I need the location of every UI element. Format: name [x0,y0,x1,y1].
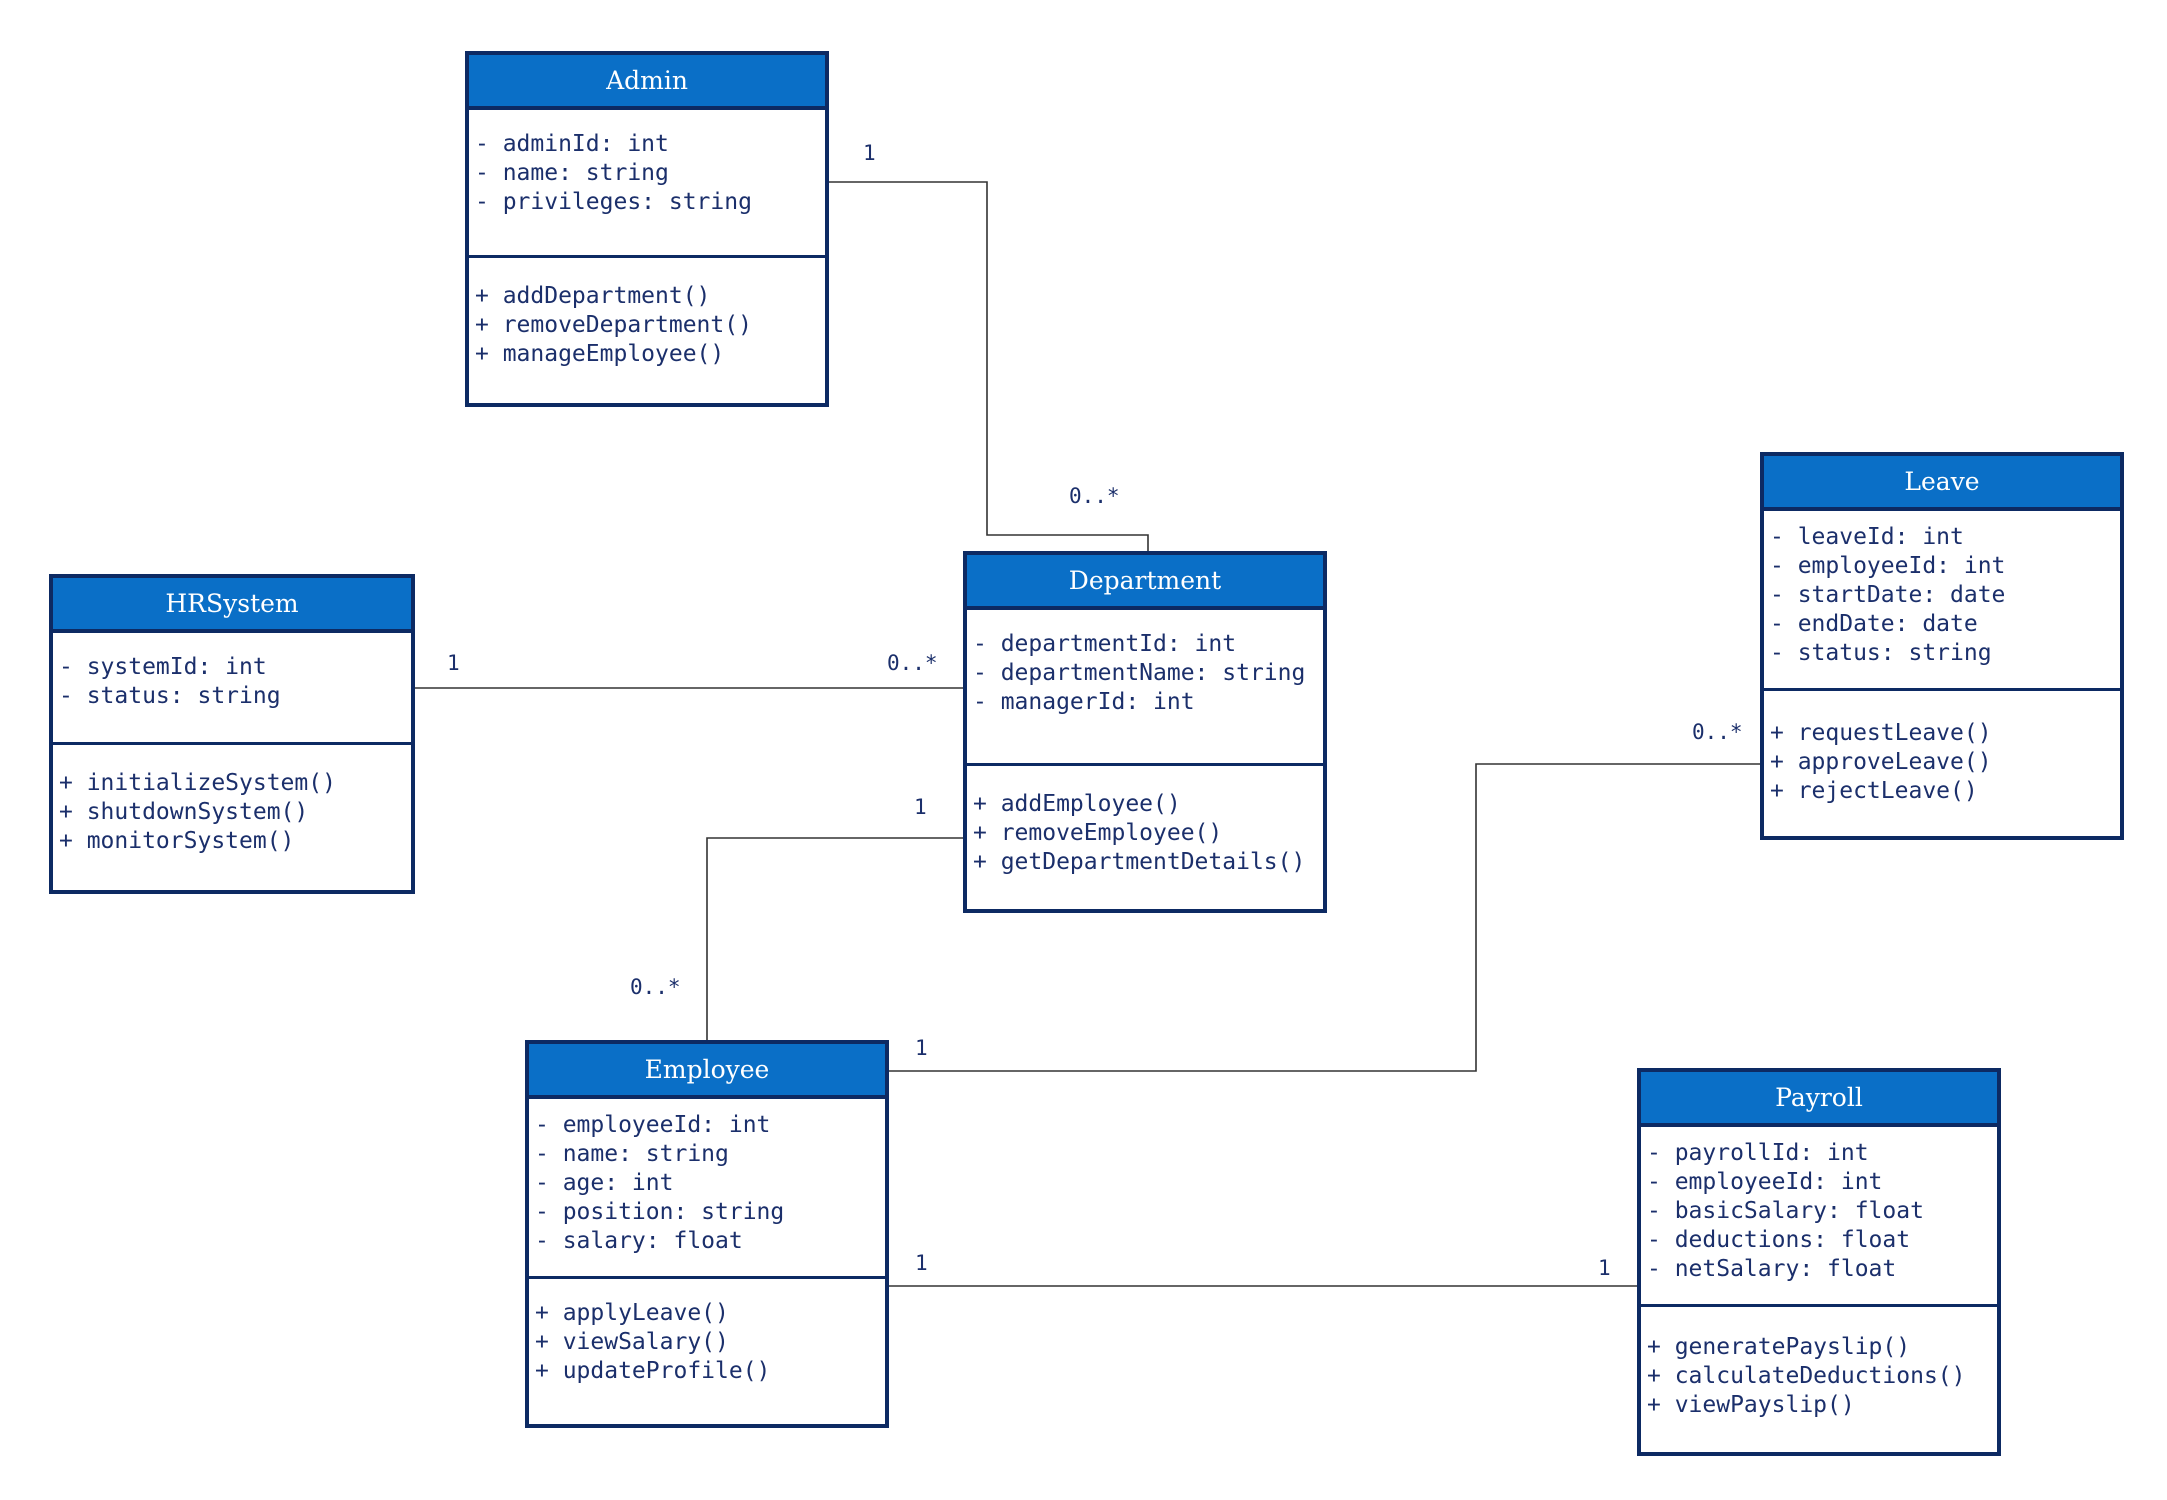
attribute: - status: string [1770,640,1992,666]
multiplicity-leave-end: 0..* [1692,720,1743,744]
attribute: - salary: float [535,1228,743,1254]
attribute: - adminId: int [475,131,669,157]
method: + shutdownSystem() [59,799,309,825]
method: + addEmployee() [973,791,1181,817]
class-department-attributes: - departmentId: int - departmentName: str… [967,610,1323,766]
attribute: - basicSalary: float [1647,1198,1924,1224]
method: + removeEmployee() [973,820,1223,846]
attribute: - endDate: date [1770,611,1978,637]
class-hrsystem[interactable]: HRSystem - systemId: int - status: string… [49,574,415,894]
method: + manageEmployee() [475,341,725,367]
attribute: - age: int [535,1170,674,1196]
class-hrsystem-methods: + initializeSystem() + shutdownSystem() + … [53,745,411,890]
method: + requestLeave() [1770,720,1992,746]
method: + viewPayslip() [1647,1392,1855,1418]
multiplicity-payroll-end: 1 [1598,1256,1611,1280]
attribute: - systemId: int [59,654,267,680]
method: + calculateDeductions() [1647,1363,1966,1389]
class-leave-methods: + requestLeave() + approveLeave() + reject… [1764,691,2120,836]
class-payroll-methods: + generatePayslip() + calculateDeductions… [1641,1307,1997,1452]
attribute: - startDate: date [1770,582,2006,608]
association-line-department-employee [706,837,966,1043]
attribute: - employeeId: int [1647,1169,1883,1195]
attribute: - status: string [59,683,281,709]
class-admin-name: Admin [469,55,825,110]
attribute: - employeeId: int [1770,553,2006,579]
class-hrsystem-attributes: - systemId: int - status: string [53,633,411,745]
class-leave-attributes: - leaveId: int - employeeId: int - startDa… [1764,511,2120,691]
multiplicity-department-end-employee: 1 [914,795,927,819]
class-department-methods: + addEmployee() + removeEmployee() + getDe… [967,766,1323,909]
multiplicity-employee-end-department: 0..* [630,975,681,999]
class-department-name: Department [967,555,1323,610]
method: + generatePayslip() [1647,1334,1911,1360]
class-payroll-attributes: - payrollId: int - employeeId: int - basic… [1641,1127,1997,1307]
method: + initializeSystem() [59,770,336,796]
attribute: - name: string [475,160,669,186]
method: + updateProfile() [535,1358,771,1384]
attribute: - deductions: float [1647,1227,1911,1253]
class-employee-methods: + applyLeave() + viewSalary() + updateProf… [529,1279,885,1424]
method: + monitorSystem() [59,828,295,854]
class-hrsystem-name: HRSystem [53,578,411,633]
attribute: - leaveId: int [1770,524,1964,550]
attribute: - departmentId: int [973,631,1237,657]
method: + viewSalary() [535,1329,729,1355]
attribute: - privileges: string [475,189,752,215]
class-admin-methods: + addDepartment() + removeDepartment() + m… [469,258,825,403]
method: + getDepartmentDetails() [973,849,1306,875]
multiplicity-department-end-hrsystem: 0..* [887,651,938,675]
attribute: - name: string [535,1141,729,1167]
method: + addDepartment() [475,283,711,309]
attribute: - payrollId: int [1647,1140,1869,1166]
attribute: - position: string [535,1199,785,1225]
method: + rejectLeave() [1770,778,1978,804]
attribute: - managerId: int [973,689,1195,715]
attribute: - departmentName: string [973,660,1306,686]
class-employee[interactable]: Employee - employeeId: int - name: string… [525,1040,889,1428]
class-leave-name: Leave [1764,456,2120,511]
class-admin[interactable]: Admin - adminId: int - name: string - priv… [465,51,829,407]
attribute: - employeeId: int [535,1112,771,1138]
method: + applyLeave() [535,1300,729,1326]
class-payroll-name: Payroll [1641,1072,1997,1127]
multiplicity-hrsystem-end: 1 [447,651,460,675]
multiplicity-employee-end-leave: 1 [915,1036,928,1060]
multiplicity-employee-end-payroll: 1 [915,1251,928,1275]
class-payroll[interactable]: Payroll - payrollId: int - employeeId: in… [1637,1068,2001,1456]
class-employee-attributes: - employeeId: int - name: string - age: in… [529,1099,885,1279]
class-leave[interactable]: Leave - leaveId: int - employeeId: int - s… [1760,452,2124,840]
attribute: - netSalary: float [1647,1256,1897,1282]
association-line-admin-department [829,181,1149,553]
method: + approveLeave() [1770,749,1992,775]
association-line-employee-leave [887,763,1764,1072]
class-employee-name: Employee [529,1044,885,1099]
multiplicity-admin-end: 1 [863,141,876,165]
class-admin-attributes: - adminId: int - name: string - privileges… [469,110,825,258]
multiplicity-department-end-admin: 0..* [1069,484,1120,508]
class-department[interactable]: Department - departmentId: int- departme… [963,551,1327,913]
method: + removeDepartment() [475,312,752,338]
